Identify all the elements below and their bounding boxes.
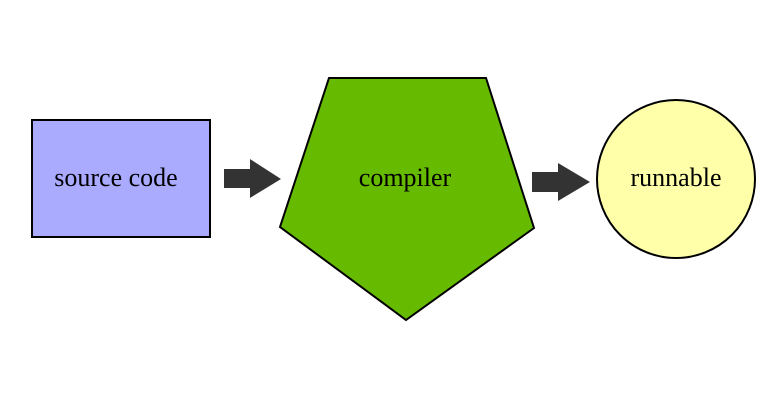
arrow-source-to-compiler [224, 159, 281, 198]
arrow-compiler-to-runnable [532, 163, 590, 201]
source-code-box [31, 119, 211, 238]
source-code-label: source code [54, 163, 177, 192]
source-code-node: source code [31, 119, 211, 238]
compiler-pentagon [278, 77, 536, 322]
runnable-label: runnable [631, 163, 722, 192]
runnable-node: runnable [596, 99, 756, 259]
compiler-label: compiler [359, 163, 452, 192]
compiler-node: compiler [278, 77, 536, 322]
runnable-circle [596, 99, 756, 259]
